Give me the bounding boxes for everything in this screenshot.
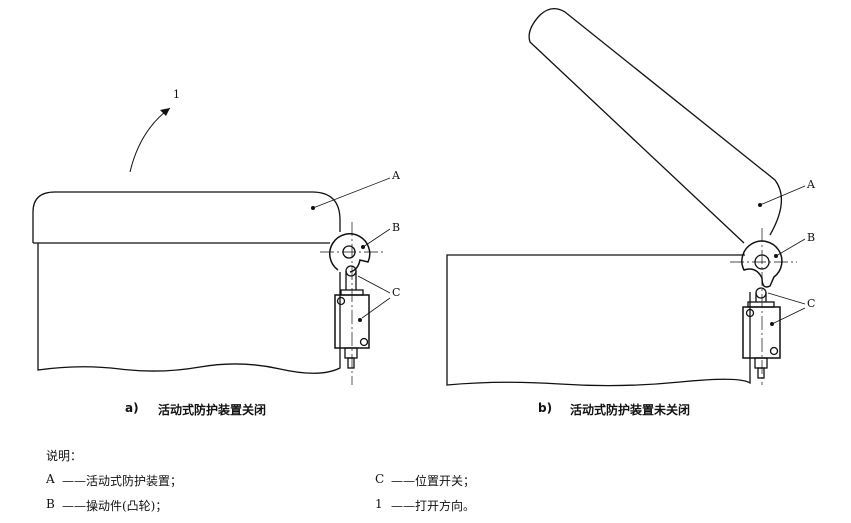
position-switch [742, 306, 781, 359]
legend-key: A [46, 472, 55, 486]
label-a: A [392, 169, 400, 182]
legend-text: ——位置开关； [391, 474, 476, 488]
machine-body [37, 243, 341, 374]
caption-a: 活动式防护装置关闭 [158, 403, 267, 417]
legend-text: ——操动件(凸轮)； [62, 499, 168, 513]
opening-direction-arrow [129, 107, 171, 173]
label-c: C [392, 286, 401, 299]
roller [755, 287, 767, 299]
caption-b-id: b) [538, 401, 553, 415]
label-a: A [807, 178, 815, 191]
figure-a-drawing [32, 107, 391, 385]
legend-key: C [375, 472, 385, 486]
cam [741, 240, 783, 288]
legend-text: ——打开方向。 [391, 499, 476, 513]
caption-a-id: a) [125, 401, 139, 415]
machine-body [446, 254, 751, 387]
figure-b-drawing [446, 8, 806, 387]
plunger [345, 271, 357, 290]
legend-title: 说明： [46, 449, 83, 463]
guard-cover-closed [32, 191, 341, 243]
label-c: C [807, 297, 816, 310]
guard-cover-open [528, 8, 782, 244]
label-b: B [392, 221, 401, 234]
caption-b: 活动式防护装置未关闭 [570, 403, 691, 417]
cam [329, 233, 371, 273]
label-b: B [807, 231, 816, 244]
legend-key: 1 [375, 497, 383, 511]
legend-key: B [46, 497, 55, 511]
label-1: 1 [173, 88, 180, 101]
leader-lines [312, 177, 391, 319]
legend-text: ——活动式防护装置； [62, 474, 183, 488]
switch-stem [344, 347, 358, 359]
